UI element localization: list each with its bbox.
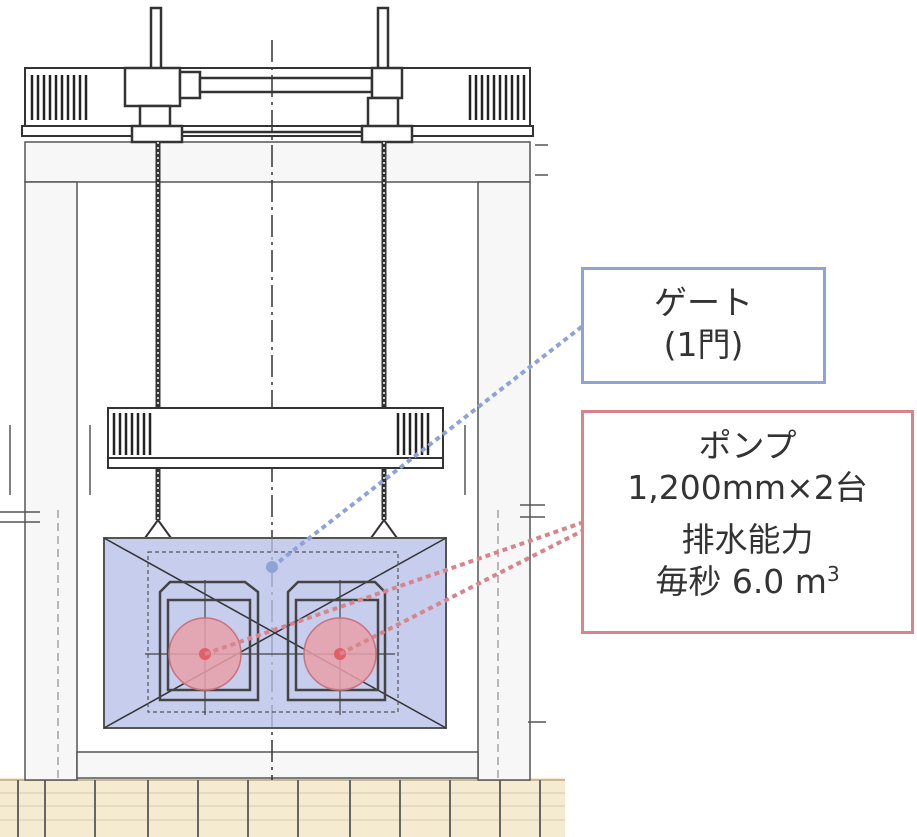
intermediate-frame (107, 407, 444, 469)
pump-callout-size: 1,200mm×2台 (627, 468, 868, 507)
gate-leader (266, 323, 586, 573)
gate-callout: ゲート (1門) (581, 267, 826, 384)
foundation-piles (0, 778, 565, 837)
pump-leaders (204, 520, 585, 656)
concrete-shaft (24, 141, 531, 781)
capacity-unit-exponent: 3 (826, 562, 840, 586)
pump-callout-title: ポンプ (698, 426, 797, 465)
gate-callout-title: ゲート (654, 283, 753, 322)
gate-callout-count: (1門) (663, 325, 744, 364)
pump-callout-capacity-value: 毎秒 6.0 m3 (584, 561, 911, 603)
pump-callout: ポンプ 1,200mm×2台 排水能力 毎秒 6.0 m3 (581, 410, 914, 634)
gate-hoist (123, 6, 414, 144)
capacity-value-text: 毎秒 6.0 m (655, 562, 827, 601)
pump-callout-capacity-label: 排水能力 (681, 520, 814, 559)
